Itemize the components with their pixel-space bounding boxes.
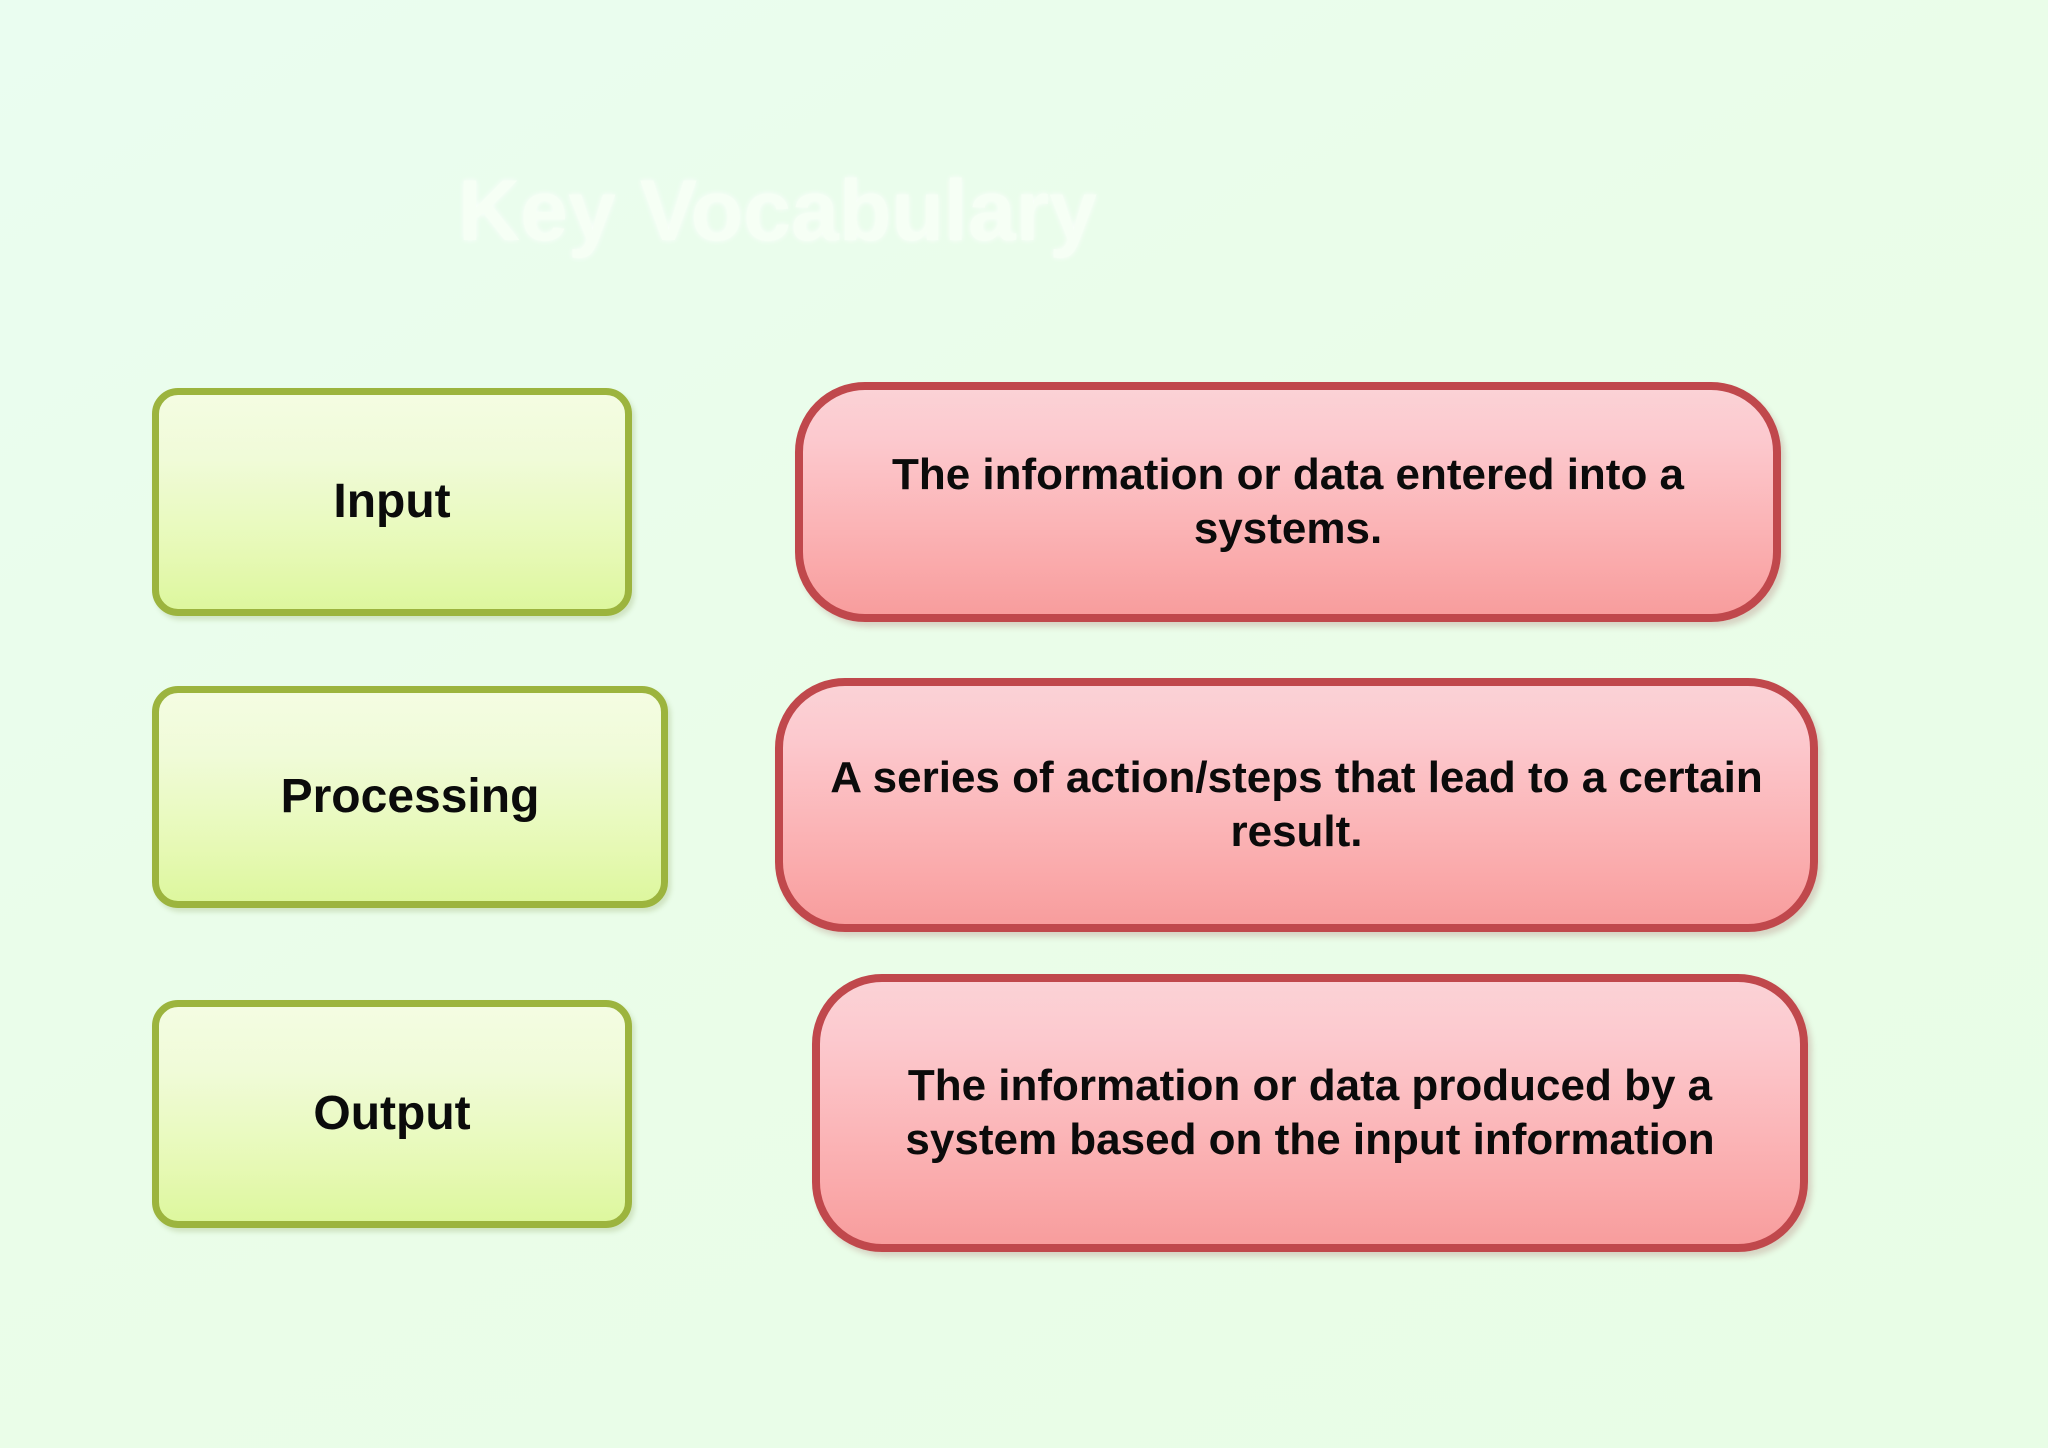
term-box-input[interactable]: Input: [152, 388, 632, 616]
page-title: Key Vocabulary: [458, 163, 1097, 259]
term-box-output[interactable]: Output: [152, 1000, 632, 1228]
definition-text-processing: A series of action/steps that lead to a …: [830, 753, 1763, 856]
definition-text-input: The information or data entered into a s…: [891, 450, 1685, 553]
definition-text-output: The information or data produced by a sy…: [905, 1061, 1715, 1164]
definition-box-processing[interactable]: A series of action/steps that lead to a …: [775, 678, 1818, 932]
definition-box-output[interactable]: The information or data produced by a sy…: [812, 974, 1808, 1252]
definition-box-input[interactable]: The information or data entered into a s…: [795, 382, 1781, 622]
term-label-output: Output: [313, 1086, 471, 1140]
term-label-input: Input: [333, 474, 451, 528]
term-box-processing[interactable]: Processing: [152, 686, 668, 908]
term-label-processing: Processing: [280, 769, 540, 823]
